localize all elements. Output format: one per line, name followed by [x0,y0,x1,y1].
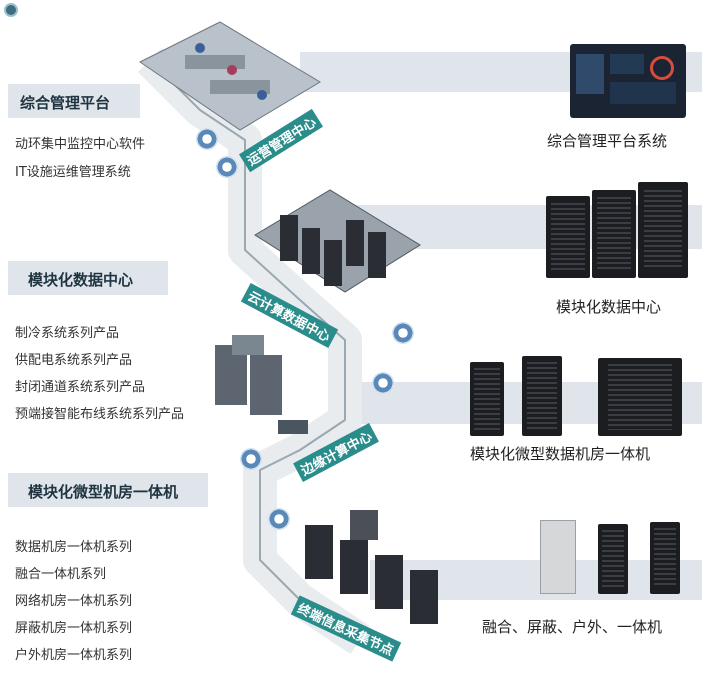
section-band-2 [8,261,168,295]
edge-server-block [250,355,282,415]
terminal-node-cabinet [340,540,368,594]
ops-desk [210,80,270,94]
monitoring-dashboard-image [570,44,686,118]
caption-fusion-shield-outdoor: 融合、屏蔽、户外、一体机 [482,618,663,636]
flow-ribbon-edge [149,59,361,641]
network-node-icon [372,372,394,394]
network-node-icon [240,448,262,470]
operator-person [257,90,267,100]
modular-dc-image [546,182,688,278]
edge-server-block [232,335,264,355]
section-item: 封闭通道系统系列产品 [15,380,146,395]
section-band-3 [8,473,208,507]
edge-workstation [278,420,308,434]
fusion-shield-outdoor-image [540,520,690,594]
caption-micro-room: 模块化微型数据机房一体机 [470,445,651,463]
logo-icon [4,3,18,17]
caption-modular-dc: 模块化数据中心 [556,298,662,316]
terminal-node-cabinet [375,555,403,609]
network-node-icon [196,128,218,150]
section-item: 融合一体机系列 [15,567,107,582]
section-item: 动环集中监控中心软件 [15,137,146,152]
terminal-node-cabinet [305,525,333,579]
section-title-micro-room: 模块化微型机房一体机 [28,483,179,501]
network-node-icon [268,508,290,530]
section-item: 网络机房一体机系列 [15,594,133,609]
section-item: 制冷系统系列产品 [15,326,120,341]
section-item: 屏蔽机房一体机系列 [15,621,133,636]
operator-person [227,65,237,75]
caption-platform-system: 综合管理平台系统 [547,132,668,150]
server-rack [280,215,298,261]
ops-desk [185,55,245,69]
network-node-icon [392,322,414,344]
micro-room-image [470,356,690,436]
section-item: IT设施运维管理系统 [15,165,131,180]
section-item: 供配电系统系列产品 [15,353,133,368]
network-node-icon [216,156,238,178]
server-rack [324,240,342,286]
section-item: 预端接智能布线系统系列产品 [15,407,185,422]
section-item: 数据机房一体机系列 [15,540,133,555]
operator-person [195,43,205,53]
terminal-node-cabinet [410,570,438,624]
section-band-1 [8,84,140,118]
server-rack [368,232,386,278]
server-rack [346,220,364,266]
section-title-modular-dc: 模块化数据中心 [28,271,134,289]
server-rack [302,228,320,274]
ops-center-platform [139,21,321,131]
section-title-platform: 综合管理平台 [20,94,111,112]
terminal-node-cabinet [350,510,378,540]
section-item: 户外机房一体机系列 [15,648,133,663]
